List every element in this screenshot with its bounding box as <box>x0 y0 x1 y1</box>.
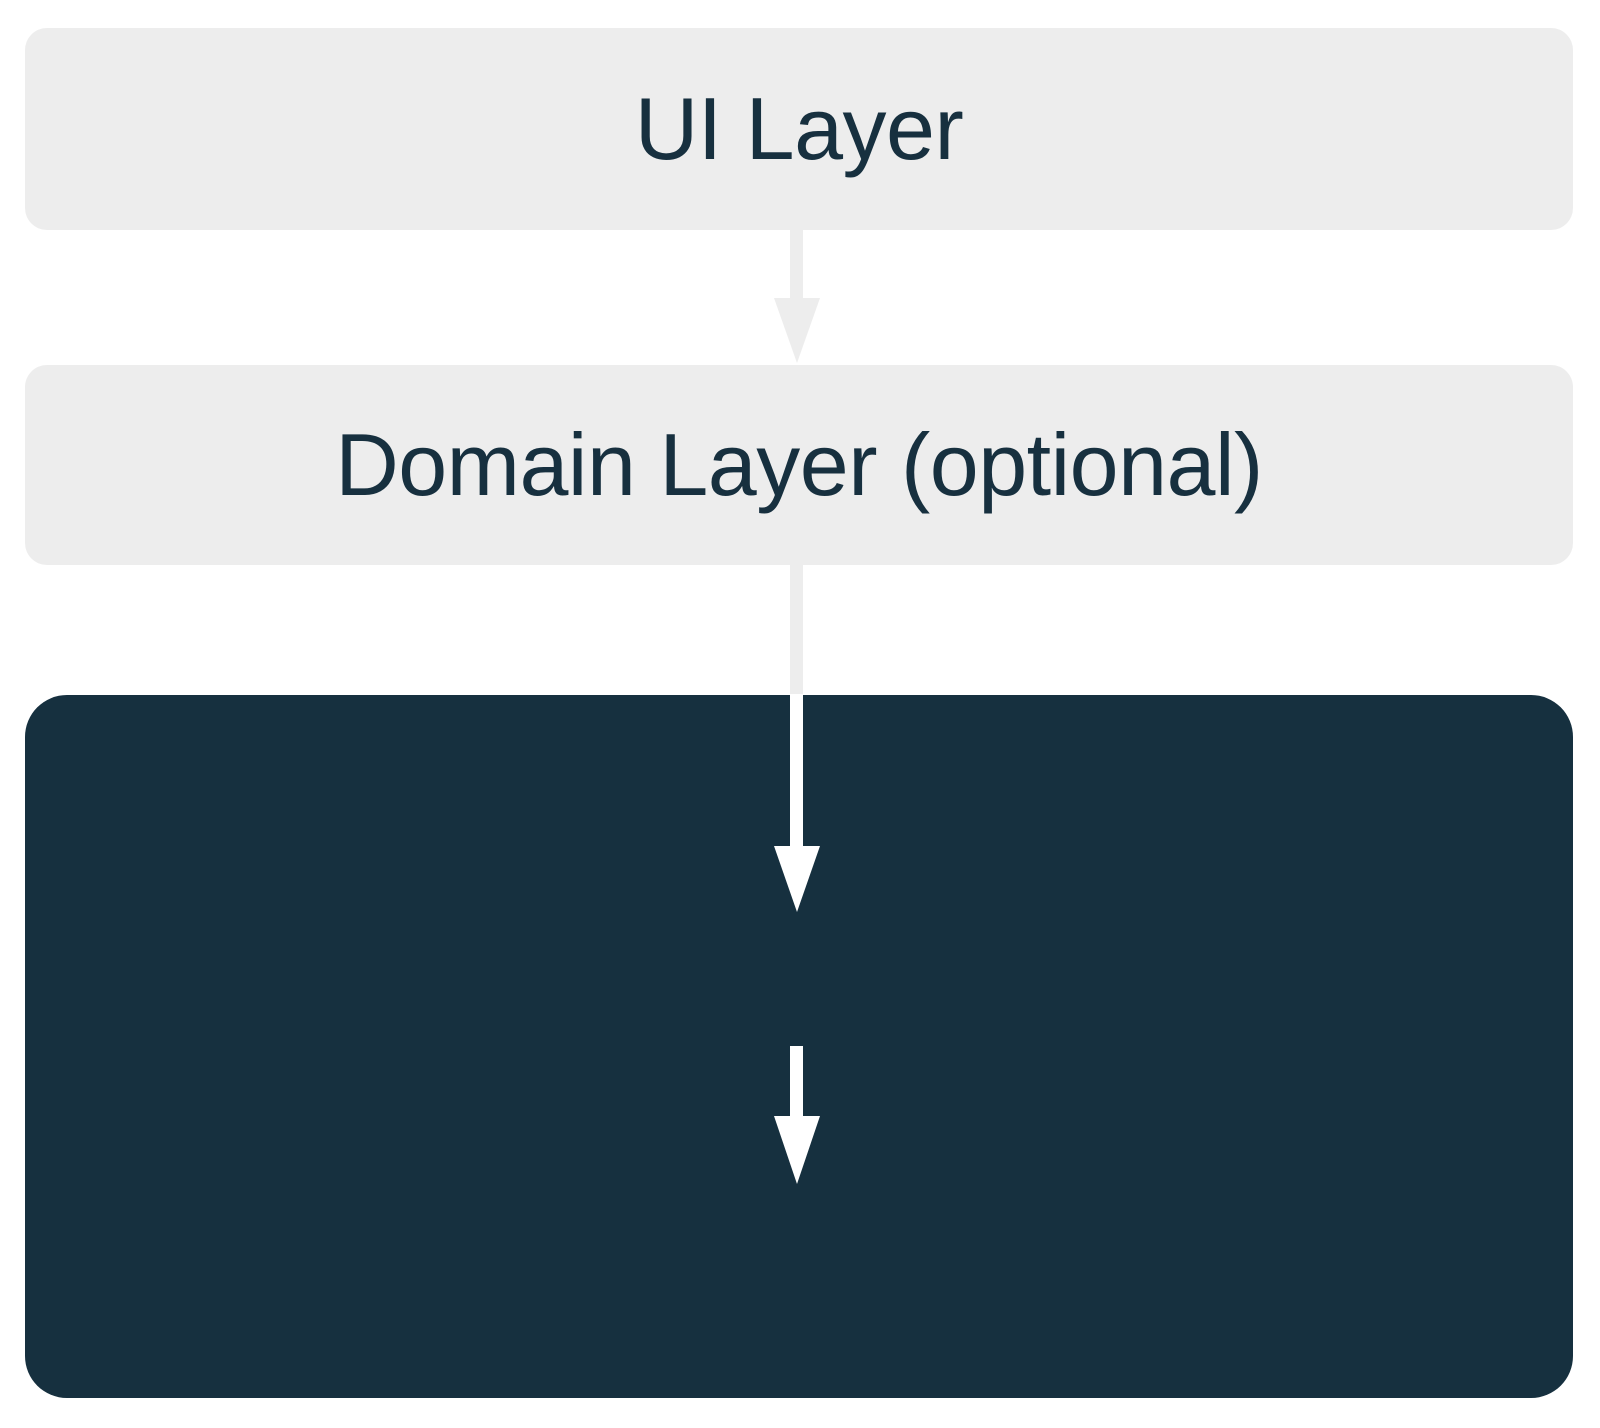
arrow-head <box>773 298 820 363</box>
ui-layer-box: UI Layer <box>25 28 1573 230</box>
ui-layer-label: UI Layer <box>634 79 964 178</box>
arrow-shaft <box>790 228 803 298</box>
arrow-domain-layer-shaft-upper <box>790 563 803 697</box>
arrow-ui-layer-to-domain-layer-icon <box>773 228 820 363</box>
data-layer-box: Data Layer Repositories Data Sources <box>25 695 1573 1398</box>
domain-layer-box: Domain Layer (optional) <box>25 365 1573 565</box>
domain-layer-label: Domain Layer (optional) <box>335 415 1263 514</box>
